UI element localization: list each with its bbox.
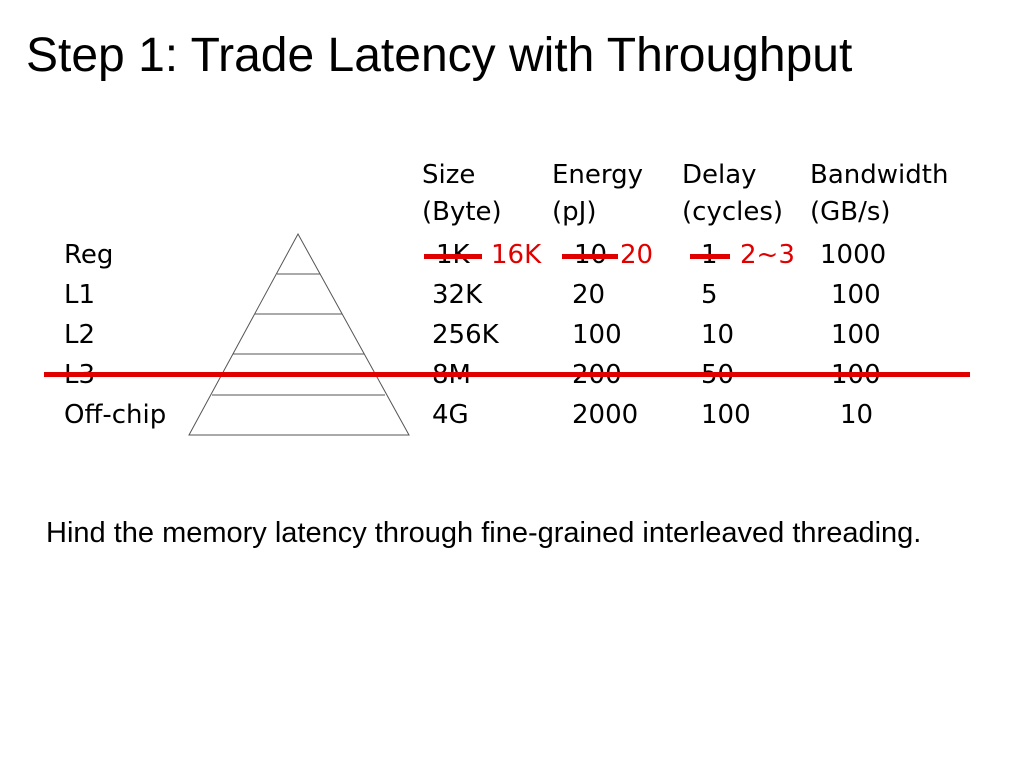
header-energy: Energy xyxy=(552,160,644,190)
revised-reg-energy: 20 xyxy=(620,240,654,270)
cell-off-chip-energy: 2000 xyxy=(572,400,639,430)
body-text: Hind the memory latency through fine-gra… xyxy=(46,517,922,549)
cell-l2-bandwidth: 100 xyxy=(831,320,881,350)
cell-off-chip-bandwidth: 10 xyxy=(840,400,874,430)
row-label-off-chip: Off-chip xyxy=(64,400,167,430)
strike-reg-size xyxy=(424,254,482,259)
cell-l1-size: 32K xyxy=(432,280,483,310)
row-label-reg: Reg xyxy=(64,240,114,270)
slide-title: Step 1: Trade Latency with Throughput xyxy=(26,29,853,82)
cell-l2-size: 256K xyxy=(432,320,499,350)
header-size: Size xyxy=(422,160,476,190)
row-label-l2: L2 xyxy=(64,320,96,350)
header-bandwidth: Bandwidth xyxy=(810,160,949,190)
header-bandwidth-unit: (GB/s) xyxy=(810,197,891,227)
cell-off-chip-delay: 100 xyxy=(701,400,751,430)
cell-l1-bandwidth: 100 xyxy=(831,280,881,310)
strike-reg-delay xyxy=(690,254,730,259)
memory-pyramid-diagram xyxy=(188,233,410,436)
cell-l1-delay: 5 xyxy=(701,280,718,310)
cell-l2-energy: 100 xyxy=(572,320,622,350)
header-energy-unit: (pJ) xyxy=(552,197,597,227)
pyramid-outline xyxy=(188,233,410,436)
revised-reg-delay: 2~3 xyxy=(740,240,795,270)
cell-reg-bandwidth: 1000 xyxy=(820,240,887,270)
header-size-unit: (Byte) xyxy=(422,197,502,227)
revised-reg-size: 16K xyxy=(491,240,542,270)
header-delay-unit: (cycles) xyxy=(682,197,784,227)
cell-l1-energy: 20 xyxy=(572,280,606,310)
row-label-l1: L1 xyxy=(64,280,96,310)
strike-reg-energy xyxy=(562,254,618,259)
cell-off-chip-size: 4G xyxy=(432,400,469,430)
header-delay: Delay xyxy=(682,160,757,190)
cell-l2-delay: 10 xyxy=(701,320,735,350)
strike-l3-row xyxy=(44,372,970,377)
